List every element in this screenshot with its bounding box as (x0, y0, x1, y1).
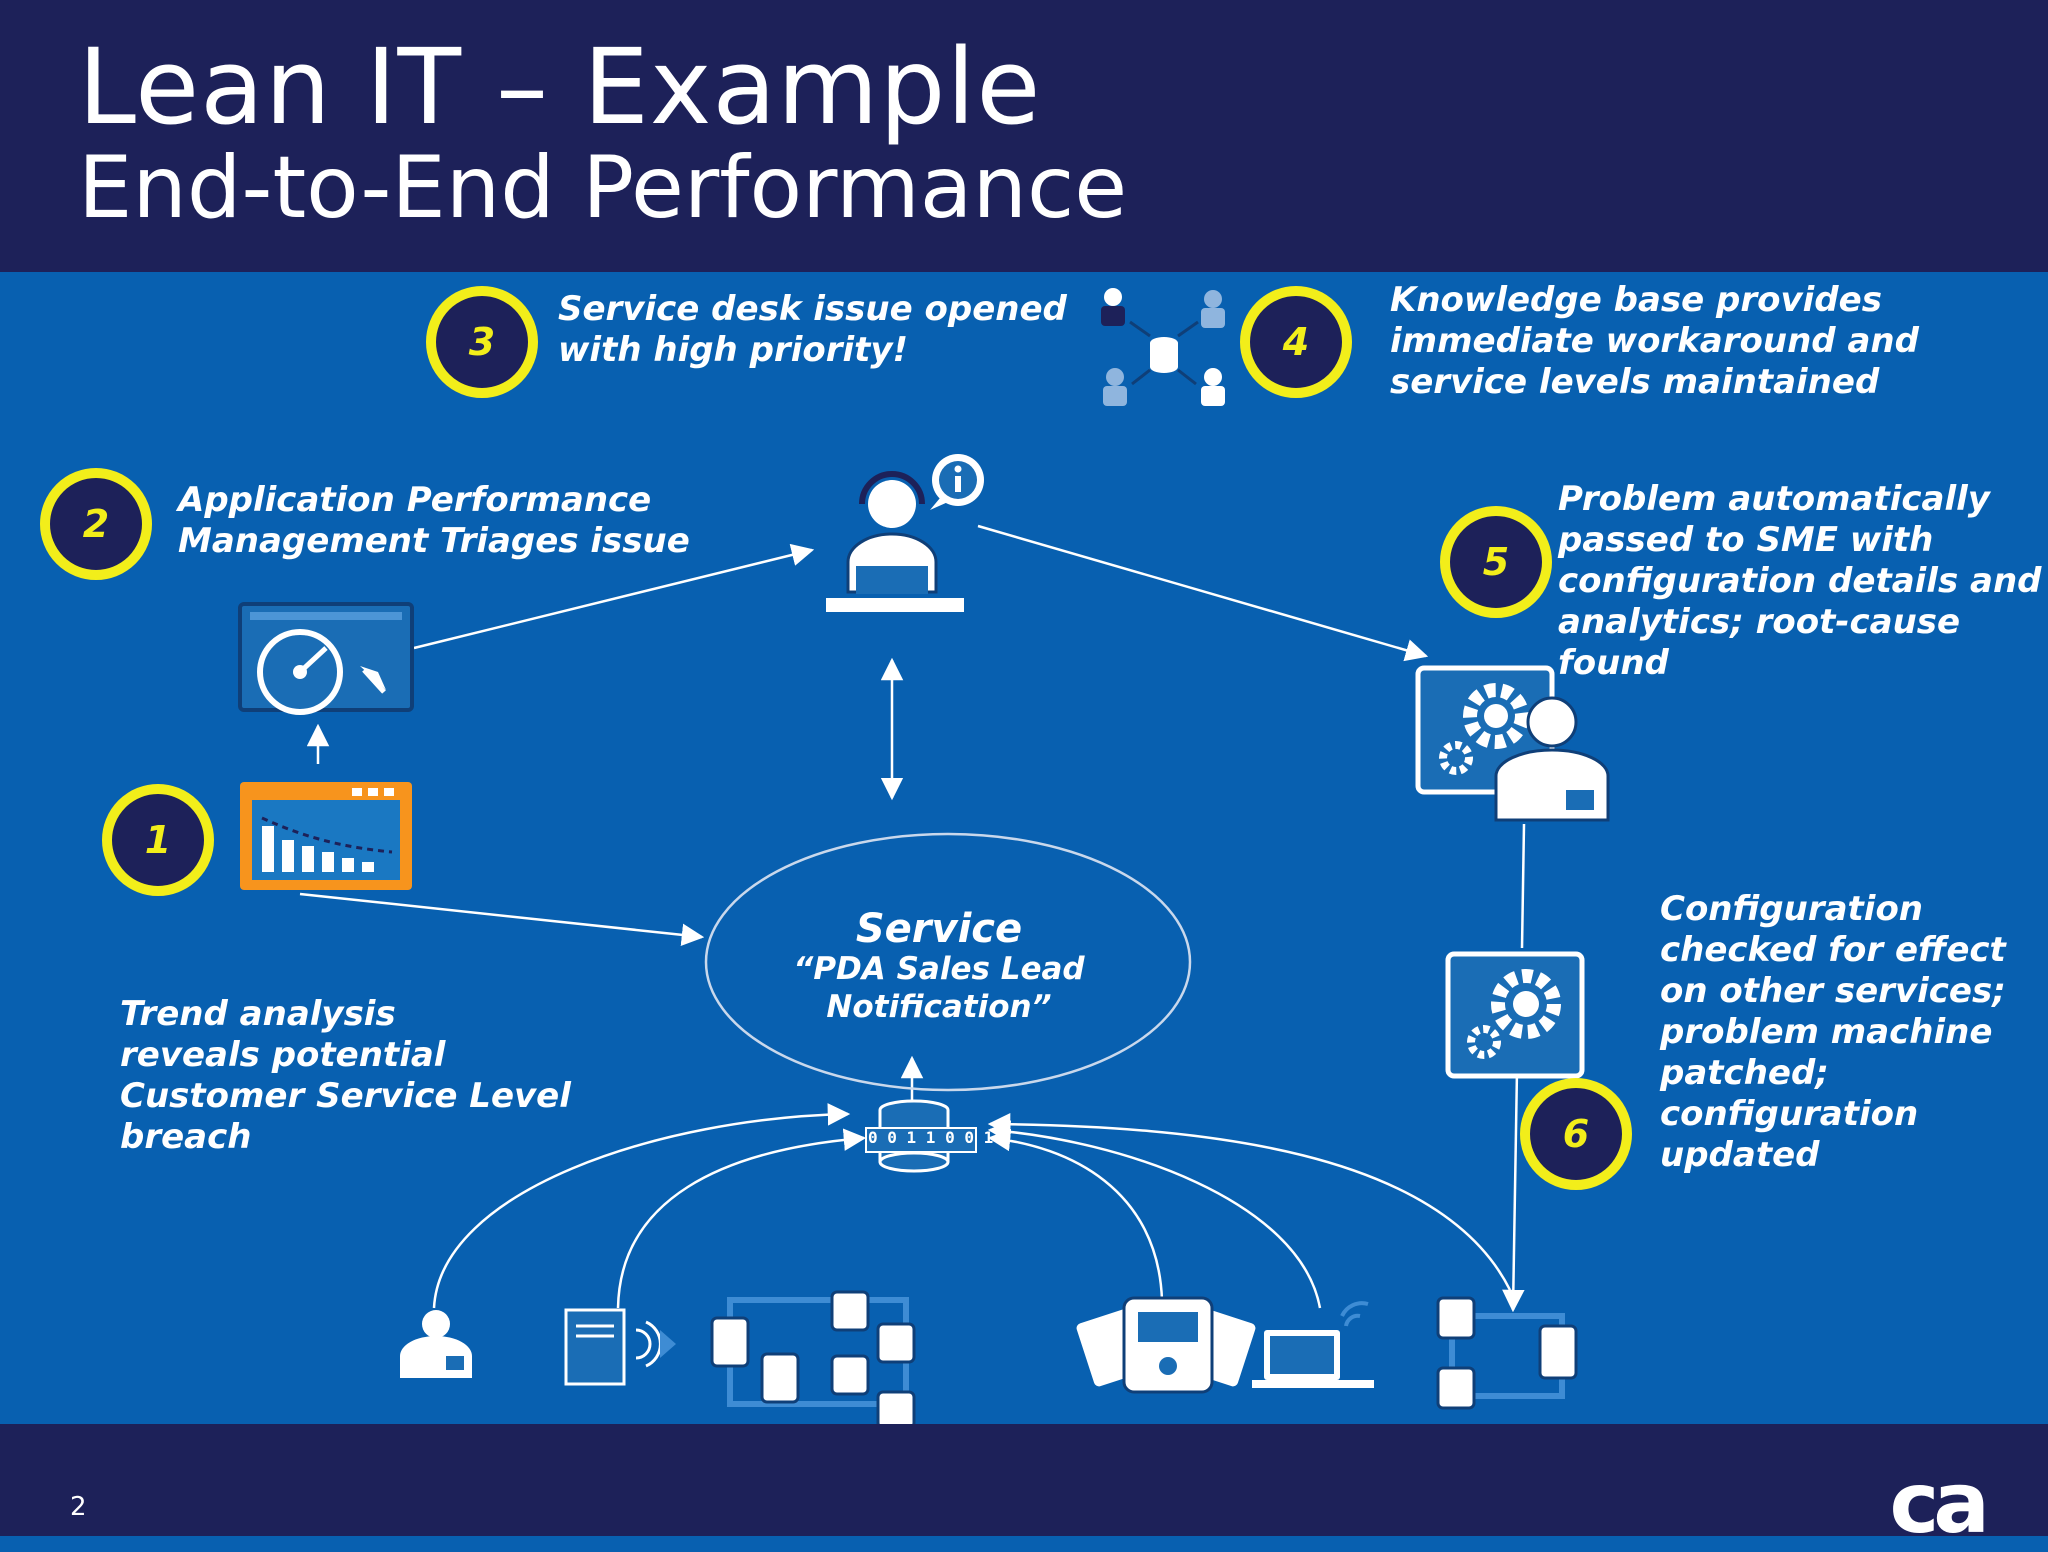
step-badge-4: 4 (1240, 286, 1352, 398)
page-subtitle: End-to-End Performance (78, 138, 1128, 238)
footer-bar (0, 1424, 2048, 1536)
step-1-text: Trend analysis reveals potential Custome… (120, 994, 571, 1157)
data-bus-label: 0 0 1 1 0 0 1 (868, 1128, 994, 1147)
arrow-config-to-servers (1502, 1069, 1525, 1313)
title-bar: Lean IT – Example End-to-End Performance (0, 0, 2048, 272)
line-sme-to-config (1520, 823, 1526, 949)
service-name: “PDA Sales Lead Notification” (793, 951, 1085, 1025)
page-number: 2 (70, 1492, 87, 1522)
service-desk-agent-icon (826, 471, 964, 612)
step-3-text: Service desk issue opened with high prio… (558, 289, 1067, 370)
info-bubble-icon (930, 454, 984, 510)
arrow-dashboard-to-desk (413, 543, 815, 650)
curve-server-to-bus (616, 1128, 867, 1309)
curve-cluster-to-bus (987, 1112, 1512, 1291)
flow-arrows (299, 524, 1526, 1313)
step-2-text: Application Performance Management Triag… (178, 480, 690, 561)
mobile-devices-icon (1076, 1296, 1256, 1394)
curve-user-to-bus (432, 1103, 851, 1309)
user-icon (400, 1310, 472, 1378)
step-badge-3: 3 (426, 286, 538, 398)
service-title: Service (855, 906, 1023, 952)
config-gear-icon (1445, 951, 1585, 1079)
knowledge-network-icon (1101, 288, 1225, 406)
step-badge-1: 1 (102, 784, 214, 896)
database-icon (865, 1099, 977, 1173)
service-ellipse (704, 832, 1192, 1092)
step-4-text: Knowledge base provides immediate workar… (1390, 280, 1919, 402)
step-5-text: Problem automatically passed to SME with… (1558, 479, 2042, 683)
server-icon (564, 1308, 676, 1386)
step-badge-5: 5 (1440, 506, 1552, 618)
curve-laptop-to-bus (987, 1120, 1322, 1309)
page-title: Lean IT – Example (78, 26, 1042, 148)
step-badge-6: 6 (1520, 1078, 1632, 1190)
ca-logo: ca (1889, 1454, 1991, 1552)
step-6-text: Configuration checked for effect on othe… (1660, 889, 2006, 1175)
curve-mobile-to-bus (987, 1128, 1164, 1301)
trend-chart-icon (240, 782, 412, 890)
arrow-chart-to-service (299, 892, 705, 947)
target-server-cluster-icon (1436, 1296, 1578, 1410)
sme-gear-person-icon (1415, 665, 1610, 822)
laptop-icon (1252, 1301, 1374, 1388)
step-badge-2: 2 (40, 468, 152, 580)
arrow-desk-to-sme (977, 524, 1429, 662)
dashboard-gauge-icon (238, 602, 414, 715)
server-cluster-icon (710, 1290, 916, 1430)
